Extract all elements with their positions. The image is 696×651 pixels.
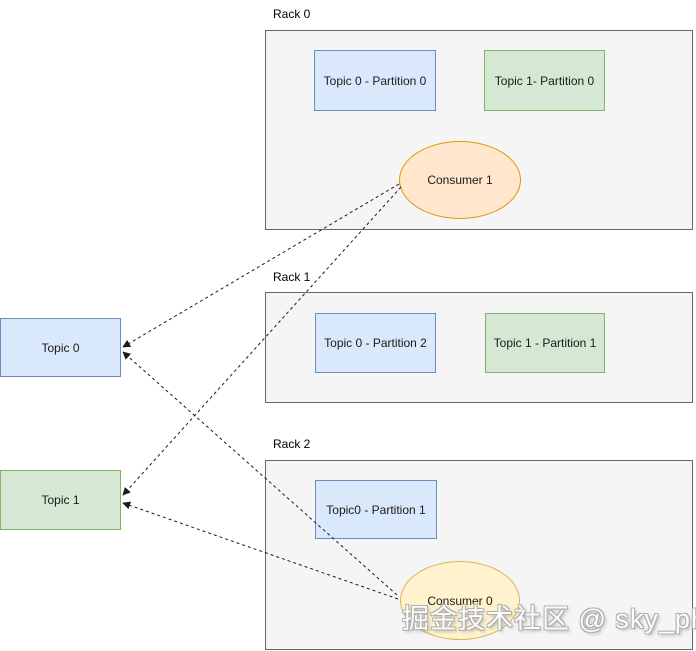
rack-1-label: Rack 1 — [273, 270, 311, 284]
consumer-0-ellipse: Consumer 0 — [400, 561, 520, 640]
consumer-1-label: Consumer 1 — [427, 173, 493, 187]
topic-0-box: Topic 0 — [0, 318, 121, 377]
consumer-1-ellipse: Consumer 1 — [399, 141, 521, 219]
rack0-topic0-partition0-box: Topic 0 - Partition 0 — [314, 50, 436, 111]
rack0-topic0-partition0-label: Topic 0 - Partition 0 — [323, 73, 427, 88]
watermark: 掘金技术社区 @ sky_ph — [402, 604, 696, 634]
rack1-topic1-partition1-label: Topic 1 - Partition 1 — [493, 336, 597, 350]
rack0-topic1-partition0-label: Topic 1- Partition 0 — [494, 73, 595, 88]
topic-1-label: Topic 1 — [41, 493, 80, 507]
rack0-topic1-partition0-box: Topic 1- Partition 0 — [484, 50, 605, 111]
consumer-0-label: Consumer 0 — [427, 593, 493, 608]
topic-0-label: Topic 0 — [41, 340, 80, 355]
rack1-topic0-partition2-label: Topic 0 - Partition 2 — [324, 336, 427, 350]
rack1-topic0-partition2-box: Topic 0 - Partition 2 — [315, 313, 436, 373]
rack2-topic0-partition1-box: Topic0 - Partition 1 — [315, 480, 437, 539]
rack-0-label: Rack 0 — [273, 7, 311, 21]
topic-1-box: Topic 1 — [0, 470, 121, 530]
rack-2-label: Rack 2 — [273, 437, 311, 451]
rack1-topic1-partition1-box: Topic 1 - Partition 1 — [485, 313, 605, 373]
rack2-topic0-partition1-label: Topic0 - Partition 1 — [326, 502, 426, 517]
